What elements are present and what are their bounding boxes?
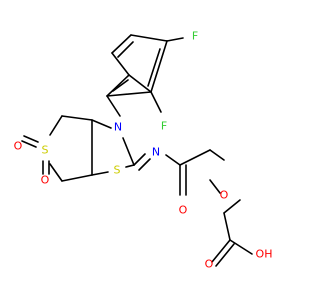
- bond: [223, 199, 241, 214]
- atom-labels: F F N N S S O O O O O OH: [14, 30, 273, 271]
- bond: [166, 37, 184, 42]
- molecule-diagram: F F N N S S O O O O O OH: [14, 30, 273, 271]
- bond: [229, 239, 253, 255]
- bond: [117, 41, 134, 58]
- bond: [111, 34, 132, 54]
- bond: [91, 171, 109, 176]
- bond: [209, 179, 221, 194]
- bond: [223, 212, 231, 241]
- bond: [150, 40, 168, 93]
- oxygen-label: O: [14, 140, 23, 153]
- bond: [91, 119, 112, 129]
- bond: [128, 74, 152, 93]
- sulfur-label: S: [114, 164, 121, 177]
- bond: [21, 140, 37, 148]
- bond: [106, 74, 130, 97]
- bond: [165, 154, 181, 166]
- bond: [209, 149, 225, 161]
- fluorine-label: F: [161, 120, 167, 133]
- bond: [215, 243, 235, 267]
- bond: [61, 174, 93, 182]
- bond: [49, 115, 63, 136]
- bond: [112, 79, 129, 92]
- bond: [111, 52, 130, 76]
- fluorine-label: F: [192, 30, 198, 43]
- bond: [122, 137, 135, 166]
- nitrogen-label: N: [114, 121, 122, 134]
- bond: [125, 164, 135, 168]
- bond: [133, 153, 146, 166]
- bond: [61, 115, 93, 121]
- oxygen-label: O: [220, 189, 229, 202]
- oxygen-label: O: [205, 258, 214, 271]
- nitrogen-label: N: [152, 146, 160, 159]
- bond: [130, 34, 168, 42]
- sulfur-label: S: [42, 144, 49, 157]
- hydroxyl-label: OH: [256, 248, 273, 261]
- bond: [23, 135, 39, 143]
- bond: [179, 149, 211, 166]
- oxygen-label: O: [179, 204, 188, 217]
- bond: [106, 91, 152, 97]
- bond: [49, 163, 63, 182]
- bond: [147, 48, 161, 87]
- bonds: [21, 34, 253, 267]
- oxygen-label: O: [41, 174, 50, 187]
- bond: [138, 158, 151, 171]
- bond: [211, 239, 231, 263]
- bond: [106, 95, 121, 117]
- bond: [150, 91, 162, 113]
